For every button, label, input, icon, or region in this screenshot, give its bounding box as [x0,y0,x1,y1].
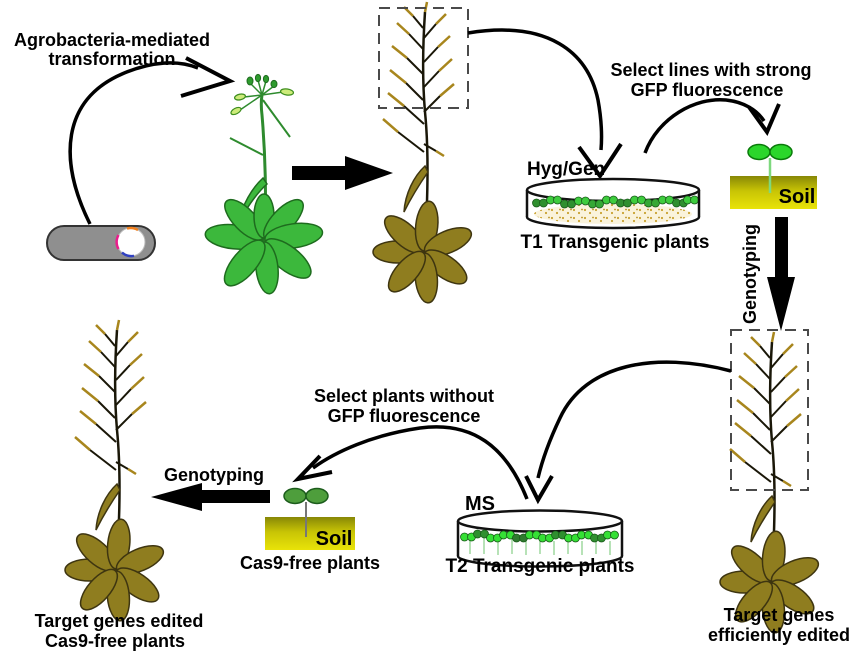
soil-label-1: Soil [779,186,816,208]
silique-highlight-box-1 [378,7,469,109]
arrow-select-to-soil-2 [292,425,529,500]
label-target-efficiently-edited: Target genes efficiently edited [708,605,850,645]
label-target-edited-cas9free: Target genes edited Cas9-free plants [35,611,204,651]
mature-plant-t1-icon [718,330,824,636]
open-arrowhead-icon [180,56,236,98]
soil-block-1 [730,176,817,209]
t1-plate-medium-label: Hyg/Gen [527,159,605,180]
cas9free-seedling-caption: Cas9-free plants [240,553,380,573]
mature-plant-final-icon [63,318,169,624]
label-select-strong-gfp: Select lines with strong GFP fluorescenc… [610,60,811,100]
flower-buds-icon [230,73,295,116]
genotyping-label-right: Genotyping [740,224,760,324]
select-without-line2: GFP fluorescence [328,406,481,426]
result-efficient-line1: Target genes [724,605,835,625]
mature-plant-t0-icon [371,0,477,306]
flowering-plant-icon [204,73,324,295]
arrow-seeds-to-t2-plate [524,360,732,505]
plasmid-icon [116,227,146,257]
open-arrowhead-icon [524,474,554,505]
genotyping-label-bottom: Genotyping [164,465,264,485]
transformation-label-line2: transformation [48,49,175,69]
t1-plate-caption: T1 Transgenic plants [521,232,710,253]
select-strong-line2: GFP fluorescence [631,80,784,100]
result-final-line1: Target genes edited [35,611,204,631]
cas9free-seedling-icon [283,487,329,537]
t2-seedling-stems-icon [469,537,611,555]
result-efficient-line2: efficiently edited [708,625,850,645]
arrow-seeds-to-t1-plate [467,28,623,180]
open-arrowhead-icon [577,142,623,180]
open-arrowhead-icon [747,103,781,137]
agrobacterium-icon [46,225,156,261]
t2-plate-medium-label: MS [465,493,495,515]
silique-highlight-box-2 [730,329,809,491]
soil-label-2: Soil [316,528,353,550]
arrow-transformation [68,56,236,225]
select-strong-line1: Select lines with strong [610,60,811,80]
open-arrowhead-icon [292,454,333,483]
label-agrobacteria-transformation: Agrobacteria-mediated transformation [14,30,210,69]
arrow-select-to-soil-1 [643,98,781,154]
label-select-without-gfp: Select plants without GFP fluorescence [314,386,494,426]
arrow-genotyping-down [767,217,795,331]
t2-plate-caption: T2 Transgenic plants [446,556,635,577]
gfp-seedling-icon [747,143,793,193]
arrow-to-mature-plant [292,156,393,190]
arrow-genotyping-left [151,483,270,511]
petri-dish-t2-icon [456,509,624,568]
result-final-line2: Cas9-free plants [45,631,185,651]
soil-block-2 [265,517,355,550]
transformation-label-line1: Agrobacteria-mediated [14,30,210,50]
petri-dish-t1-icon [525,177,701,230]
select-without-line1: Select plants without [314,386,494,406]
